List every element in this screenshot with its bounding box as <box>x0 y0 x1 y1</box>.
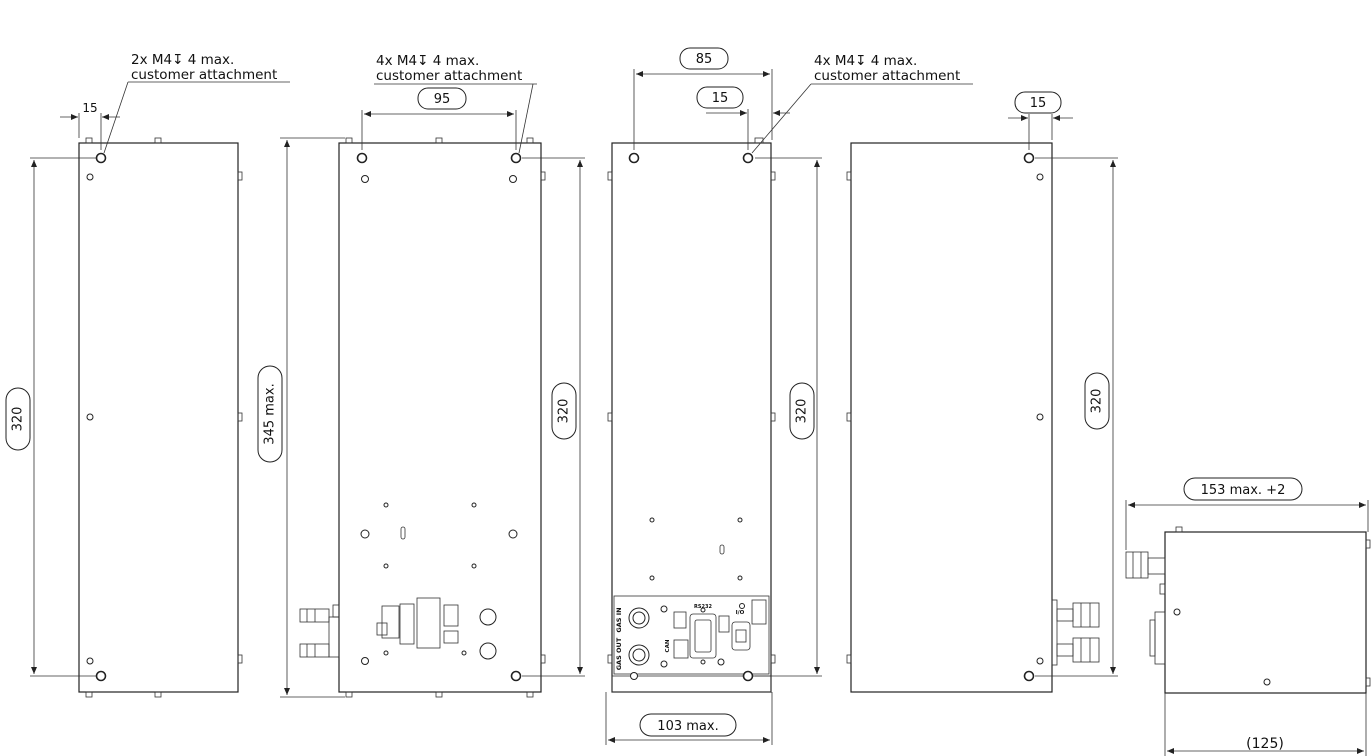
dim-v3-offset: 15 <box>712 91 729 106</box>
panel-label-gas-out: GAS OUT <box>615 637 623 670</box>
view-4-side: 15 320 <box>846 91 1118 693</box>
dim-v1-height: 320 <box>11 407 26 432</box>
dim-v5-depth: 153 max. +2 <box>1201 483 1286 498</box>
mount-hole <box>95 152 107 164</box>
view-3-front: GAS IN GAS OUT CAN RS232 I/O 85 15 4x M4… <box>605 47 973 745</box>
dim-v3-hole-width: 85 <box>696 52 713 67</box>
dim-v2-total-height: 345 max. <box>263 383 278 444</box>
callout-v1-line1: 2x M4↧ 4 max. <box>131 52 234 68</box>
panel-label-gas-in: GAS IN <box>615 607 623 632</box>
dim-v3-height: 320 <box>795 399 810 424</box>
callout-v3-line2: customer attachment <box>814 68 960 84</box>
dim-v4-height: 320 <box>1090 389 1105 414</box>
dim-v1-offset: 15 <box>82 101 97 115</box>
panel-label-can: CAN <box>665 639 671 652</box>
callout-v1-line2: customer attachment <box>131 67 277 83</box>
callout-v2-line1: 4x M4↧ 4 max. <box>376 53 479 69</box>
panel-label-rs232: RS232 <box>694 604 712 610</box>
dim-v2-height: 320 <box>557 399 572 424</box>
view-2-back: 345 max. 320 95 4x M4↧ 4 max. customer a… <box>257 53 585 698</box>
view-1-side: 320 15 2x M4↧ 4 max. customer attachment <box>5 52 290 698</box>
dim-v3-total-width: 103 max. <box>657 719 718 734</box>
dim-v2-spacing: 95 <box>434 92 451 107</box>
callout-v2-line2: customer attachment <box>376 68 522 84</box>
dim-v5-body: (125) <box>1246 736 1284 752</box>
dim-v4-offset: 15 <box>1030 96 1047 111</box>
callout-v3-line1: 4x M4↧ 4 max. <box>814 53 917 69</box>
mount-hole <box>95 670 107 682</box>
view-5-top: 153 max. +2 (125) <box>1125 477 1371 756</box>
panel-label-io: I/O <box>736 610 745 616</box>
